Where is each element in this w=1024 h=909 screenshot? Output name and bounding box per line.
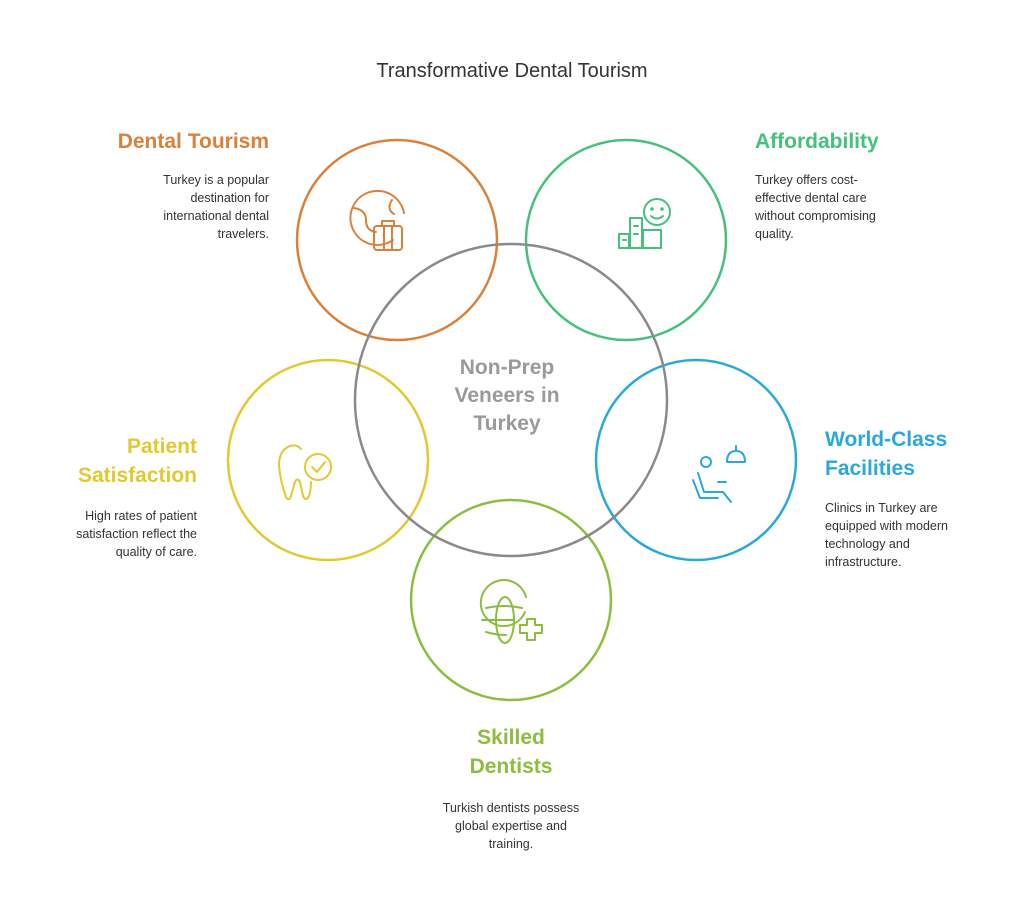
desc-line: Turkey is a popular [163,173,269,187]
desc-line: High rates of patient [85,509,197,523]
circle-skilled-dentists [409,498,613,702]
desc-line: quality of care. [115,545,197,559]
desc-line: global expertise and [455,819,567,833]
desc-line: destination for [190,191,269,205]
desc-line: satisfaction reflect the [76,527,197,541]
desc-line: effective dental care [755,191,867,205]
desc-line: equipped with modern [825,519,948,533]
diagram-title: Transformative Dental Tourism [376,60,648,82]
circle-world-class-facilities [594,358,798,562]
heading-affordability: Affordability [755,127,975,156]
desc-affordability: Turkey offers cost- effective dental car… [755,171,975,243]
circle-dental-tourism [295,138,499,342]
tooth-check-icon [278,444,332,501]
desc-line: technology and [825,537,910,551]
desc-line: travelers. [217,227,269,241]
heading-dental-tourism: Dental Tourism [60,127,269,156]
center-label-line: Veneers in [454,384,560,407]
desc-line: Turkish dentists possess [442,801,580,815]
circle-affordability [524,138,728,342]
desc-skilled-dentists: Turkish dentists possess global expertis… [391,799,631,853]
heading-line: Satisfaction [77,464,197,487]
center-label: Non-Prep Veneers in Turkey [432,354,582,438]
globe-suitcase-icon [349,189,405,251]
desc-line: training. [488,837,534,851]
smiley-bar-chart-icon [618,198,671,249]
desc-line: Turkey offers cost- [755,173,858,187]
heading-line: World-Class [825,428,948,451]
center-label-line: Non-Prep [459,356,555,379]
circle-patient-satisfaction [226,358,430,562]
desc-line: quality. [755,227,794,241]
heading-world-class-facilities: World-Class Facilities [825,425,1005,483]
heading-skilled-dentists: Skilled Dentists [411,723,611,781]
dental-chair-lamp-icon [692,445,746,503]
desc-patient-satisfaction: High rates of patient satisfaction refle… [20,507,197,561]
desc-dental-tourism: Turkey is a popular destination for inte… [60,171,269,243]
desc-line: Clinics in Turkey are [825,501,938,515]
circle-center [353,242,669,558]
center-label-line: Turkey [473,412,541,435]
desc-line: international dental [163,209,269,223]
desc-line: infrastructure. [825,555,902,569]
heading-line: Affordability [755,130,879,153]
heading-patient-satisfaction: Patient Satisfaction [20,432,197,490]
heading-line: Patient [126,435,197,458]
heading-line: Skilled [477,726,545,749]
desc-world-class-facilities: Clinics in Turkey are equipped with mode… [825,499,1005,571]
desc-line: without compromising [755,209,876,223]
heading-line: Dentists [469,755,553,778]
heading-line: Dental Tourism [117,130,269,153]
globe-medical-cross-icon [479,579,543,644]
heading-line: Facilities [825,457,915,480]
